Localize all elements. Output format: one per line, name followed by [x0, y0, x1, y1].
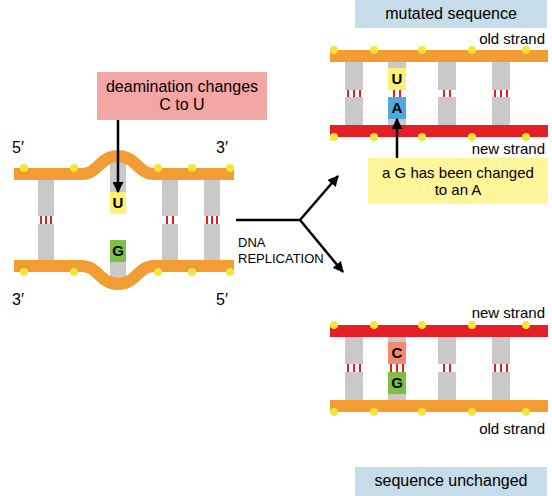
strand-label: old strand — [430, 30, 545, 48]
phosphate-dot — [154, 164, 162, 172]
end-label: 5′ — [12, 138, 42, 157]
phosphate-dot — [226, 268, 234, 276]
hydrogen-bond — [41, 216, 217, 224]
phosphate-dot — [370, 321, 378, 329]
new-strand-backbone — [330, 325, 548, 337]
connector-arrow — [117, 120, 120, 192]
process-label: DNA REPLICATION — [238, 235, 334, 266]
phosphate-dot — [20, 268, 28, 276]
phosphate-dot — [418, 321, 426, 329]
phosphate-dot — [330, 133, 338, 141]
new-strand-backbone — [330, 125, 548, 137]
phosphate-dot — [70, 268, 78, 276]
base-letter: U — [113, 194, 124, 211]
base-box: G — [388, 372, 406, 394]
base-letter: C — [392, 344, 403, 361]
phosphate-dots — [20, 164, 234, 276]
base-box: U — [110, 192, 126, 214]
phosphate-dots — [330, 321, 530, 416]
phosphate-dot — [188, 164, 196, 172]
phosphate-dot — [330, 46, 338, 54]
base-letter: G — [391, 374, 403, 391]
dna-backbone — [14, 156, 234, 174]
phosphate-dot — [226, 164, 234, 172]
base-box: A — [388, 97, 406, 119]
replication-arrow — [300, 176, 338, 220]
phosphate-dot — [522, 321, 530, 329]
node-text: a G has been changed to an A — [374, 164, 542, 199]
phosphate-dot — [370, 46, 378, 54]
band-label: sequence unchanged — [355, 467, 547, 496]
base-pair-bar — [345, 335, 510, 401]
node-text: mutated sequence — [385, 5, 517, 23]
phosphate-dot — [330, 408, 338, 416]
node-text: deamination changes C to U — [103, 78, 261, 115]
old-strand-backbone — [330, 400, 548, 412]
strand-label: old strand — [430, 420, 545, 438]
phosphate-dot — [188, 268, 196, 276]
base-box: G — [110, 240, 126, 262]
connector-arrow — [396, 119, 399, 158]
phosphate-dot — [522, 408, 530, 416]
phosphate-dot — [468, 408, 476, 416]
replication-arrow — [236, 219, 300, 222]
base-letter: U — [392, 70, 403, 87]
phosphate-dot — [370, 133, 378, 141]
node-text: sequence unchanged — [374, 472, 527, 490]
end-label: 3′ — [12, 290, 42, 309]
end-label: 3′ — [216, 138, 246, 157]
hydrogen-bond — [348, 90, 507, 97]
phosphate-dot — [370, 408, 378, 416]
phosphate-dot — [418, 133, 426, 141]
strand-label: new strand — [430, 304, 545, 322]
phosphate-dot — [468, 321, 476, 329]
phosphate-dot — [522, 46, 530, 54]
phosphate-dot — [418, 46, 426, 54]
dna-backbone — [14, 266, 234, 284]
phosphate-dot — [330, 321, 338, 329]
phosphate-dots — [330, 46, 530, 141]
phosphate-dot — [20, 164, 28, 172]
band-label: mutated sequence — [355, 0, 547, 28]
phosphate-dot — [154, 268, 162, 276]
base-box: C — [388, 342, 406, 364]
phosphate-dot — [418, 408, 426, 416]
base-letter: A — [392, 99, 403, 116]
base-pair-bar — [345, 60, 510, 127]
phosphate-dot — [70, 164, 78, 172]
phosphate-dot — [522, 133, 530, 141]
old-strand-backbone — [330, 50, 548, 62]
callout-box: deamination changes C to U — [97, 72, 267, 120]
base-letter: G — [112, 242, 124, 259]
callout-box: a G has been changed to an A — [368, 158, 548, 204]
hydrogen-bond — [348, 364, 507, 372]
end-label: 5′ — [216, 290, 246, 309]
phosphate-dot — [468, 46, 476, 54]
base-box: U — [388, 68, 406, 90]
strand-label: new strand — [430, 140, 545, 158]
phosphate-dot — [468, 133, 476, 141]
